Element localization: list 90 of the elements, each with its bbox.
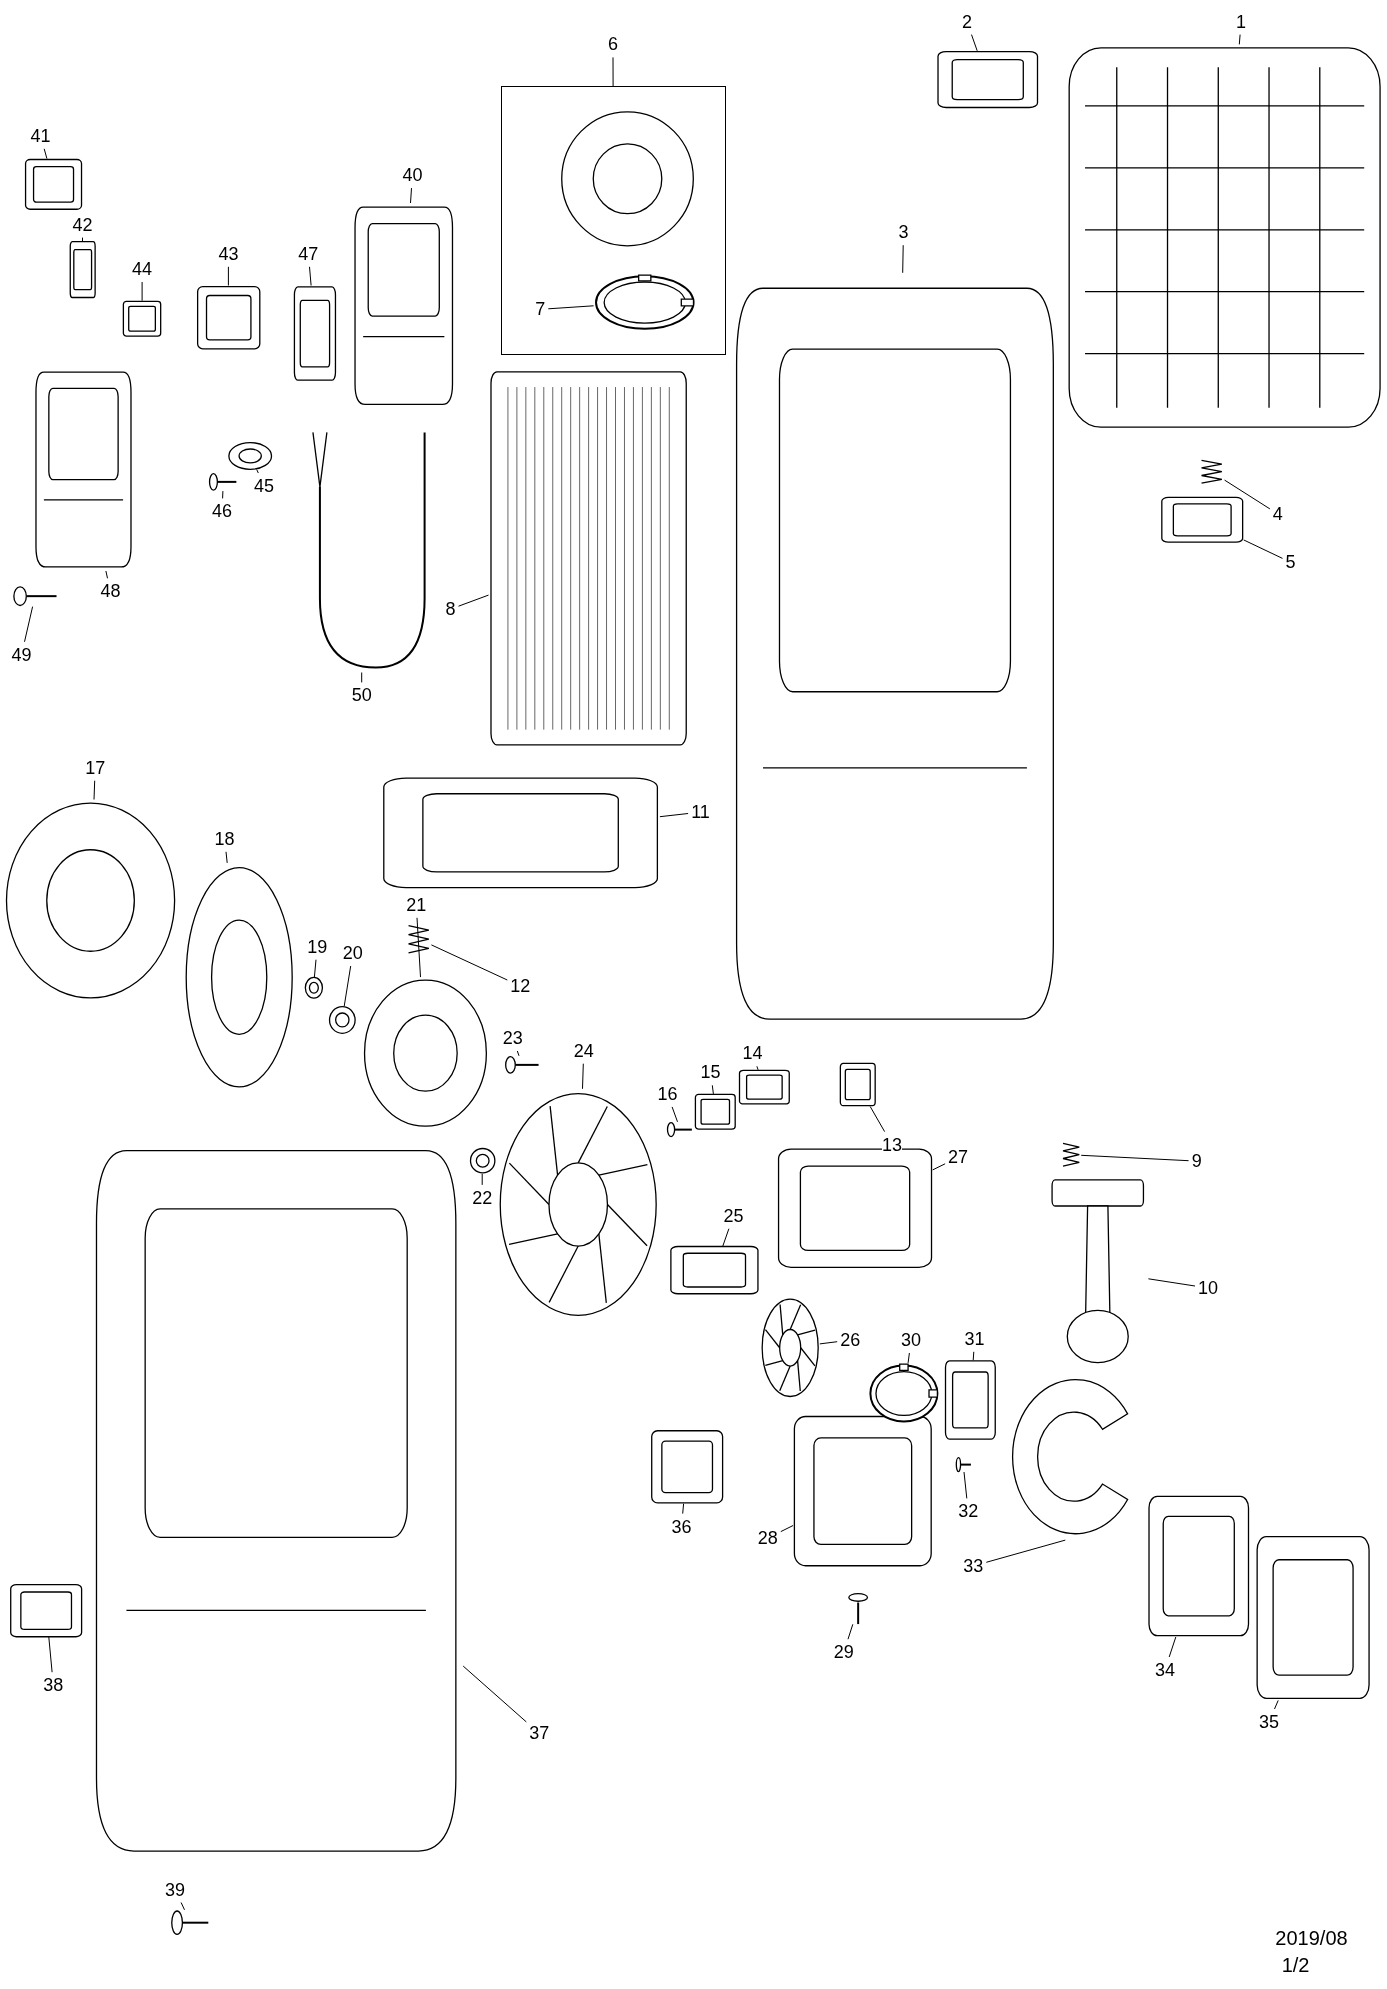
leader-line [756, 1065, 759, 1071]
leader-line [222, 490, 224, 499]
leader-line [227, 266, 229, 286]
leader-line [1080, 1154, 1190, 1162]
leader-line [985, 1539, 1066, 1563]
plate-drawing [380, 776, 660, 889]
leader-line [309, 266, 312, 286]
leader-line [48, 1636, 53, 1673]
leader-line [963, 1471, 968, 1499]
spring-drawing [1060, 1142, 1082, 1168]
screw-drawing [171, 1909, 210, 1936]
assembly-frame [501, 86, 726, 356]
leader-line [907, 1352, 910, 1364]
leader-line [410, 187, 412, 204]
clip-drawing [69, 241, 96, 299]
washer-drawing [469, 1148, 495, 1174]
filter-drawing [488, 368, 688, 749]
leader-line [711, 1084, 714, 1095]
screw-drawing [505, 1055, 540, 1074]
label-sticker-drawing [10, 1583, 83, 1637]
leader-line [659, 813, 689, 818]
leader-line [105, 570, 108, 579]
leader-line [1238, 34, 1241, 45]
handle-drawing [936, 50, 1038, 108]
leader-line [361, 672, 363, 683]
leader-line [481, 1173, 483, 1186]
screw-drawing [955, 1456, 971, 1472]
leader-line [971, 34, 978, 52]
latch-drawing [1161, 497, 1244, 544]
leader-line [1243, 539, 1283, 559]
leader-line [547, 305, 595, 310]
leader-line [43, 148, 48, 160]
screw-drawing [12, 586, 58, 607]
leader-line [722, 1228, 730, 1247]
leader-line [847, 1623, 854, 1640]
switch-drawing [196, 285, 261, 349]
screw-drawing [847, 1592, 868, 1625]
leader-line [612, 56, 614, 87]
spring-drawing [406, 923, 432, 955]
leader-line [902, 244, 904, 274]
page-number: 1/2 [1281, 1952, 1310, 1977]
leader-line [24, 606, 34, 643]
clip-drawing [25, 158, 83, 210]
ring-drawing [869, 1362, 940, 1424]
leader-line [343, 965, 352, 1007]
leader-line [416, 917, 421, 978]
o-ring-drawing [593, 273, 696, 331]
switch-drawing [123, 300, 162, 337]
spring-drawing [1199, 459, 1225, 485]
battery-holder-drawing [1148, 1494, 1250, 1637]
leader-line [313, 959, 317, 978]
base-drawing [793, 1414, 933, 1568]
leader-line [256, 469, 259, 474]
nut-drawing [304, 977, 323, 999]
leader-line [1147, 1278, 1196, 1287]
block-drawing [651, 1430, 724, 1504]
leader-line [582, 1063, 584, 1090]
leader-line [932, 1163, 946, 1171]
date-label: 2019/08 [1275, 1926, 1348, 1951]
leader-line [780, 1525, 794, 1533]
leader-line [430, 944, 508, 981]
screw-drawing [667, 1121, 693, 1137]
leader-line [869, 1106, 886, 1133]
cap-drawing [559, 108, 697, 249]
washer-drawing [328, 1006, 356, 1035]
leader-line [141, 281, 143, 302]
leader-line [458, 594, 489, 607]
leader-line [1274, 1699, 1279, 1710]
clip-drawing [738, 1069, 790, 1104]
circuit-board-drawing [1256, 1535, 1371, 1701]
stator-drawing [761, 1296, 820, 1399]
leader-line [1168, 1636, 1177, 1658]
leader-line [682, 1503, 685, 1515]
plate-drawing [945, 1360, 997, 1441]
leader-line [671, 1106, 678, 1123]
motor-drawing [670, 1246, 759, 1295]
bushing-drawing [695, 1093, 736, 1130]
clip-drawing [840, 1063, 876, 1107]
leader-line [82, 237, 83, 242]
seal-drawing [228, 441, 273, 470]
leader-line [93, 780, 96, 800]
leader-line [180, 1902, 185, 1911]
circuit-board-drawing [294, 285, 337, 381]
screw-drawing [209, 473, 238, 492]
leader-line [1224, 479, 1271, 510]
leader-line [225, 851, 228, 864]
leader-line [516, 1050, 520, 1057]
leader-line [819, 1341, 838, 1345]
disc-drawing [361, 977, 489, 1130]
leader-line [462, 1665, 527, 1723]
